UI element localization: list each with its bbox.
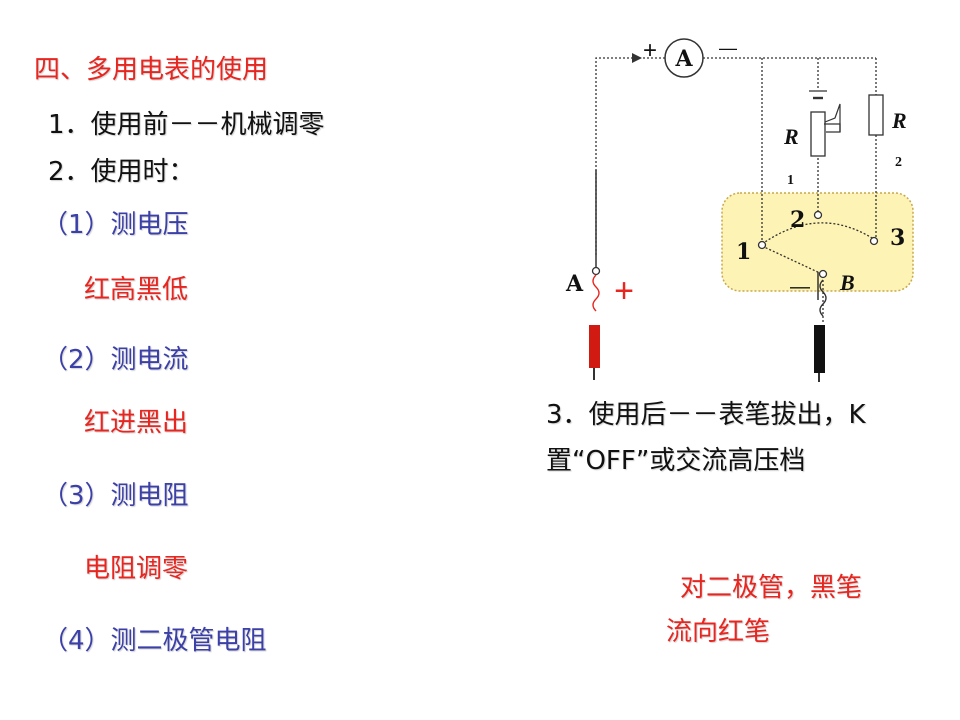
r1-label: R	[783, 124, 799, 149]
ammeter-icon	[664, 38, 704, 78]
terminal-a-plus: +	[614, 272, 634, 310]
selector-switch-pad	[721, 192, 914, 292]
resistor-r1-icon	[810, 111, 826, 157]
lead-red-wavy	[592, 274, 600, 312]
terminal-b-label: B	[839, 270, 855, 295]
note-current: 红进黑出	[84, 408, 189, 438]
contact-1-icon	[757, 240, 767, 250]
terminal-a-icon	[591, 266, 601, 276]
ammeter-label: A	[674, 46, 693, 72]
position-2-label: 2	[790, 207, 805, 233]
diode-note-line2: 流向红笔	[666, 617, 771, 647]
r1-subscript: 1	[787, 173, 794, 188]
minus-top-label: —	[719, 38, 737, 58]
r2-subscript: 2	[895, 155, 902, 170]
diode-note-line1: 对二极管，黑笔	[680, 573, 863, 603]
item-diode: （4）测二极管电阻	[42, 626, 267, 656]
step-before-use: 1．使用前－－机械调零	[48, 110, 325, 140]
r2-label: R	[891, 108, 907, 133]
wire-top-left	[595, 57, 665, 255]
step-during-use: 2．使用时：	[48, 157, 195, 187]
step-after-use-line1: 3．使用后－－表笔拔出，K	[546, 400, 866, 430]
step-after-use-line2: 置“OFF”或交流高压档	[546, 446, 806, 476]
position-1-label: 1	[736, 239, 751, 265]
terminal-b-minus: —	[790, 276, 810, 298]
note-voltage: 红高黑低	[84, 275, 189, 305]
item-resistance: （3）测电阻	[42, 481, 189, 511]
resistor-r2-icon	[868, 94, 884, 136]
position-3-label: 3	[890, 225, 905, 251]
contact-2-icon	[813, 210, 823, 220]
terminal-a-label: A	[565, 271, 584, 297]
rheostat-arrow-icon	[824, 103, 841, 133]
lead-black-wavy	[819, 279, 827, 317]
item-current: （2）测电流	[42, 345, 189, 375]
note-resistance: 电阻调零	[84, 554, 189, 584]
current-arrow-icon	[632, 53, 642, 63]
switch-arc	[761, 222, 873, 245]
black-probe-icon	[814, 325, 825, 373]
red-probe-icon	[589, 325, 600, 368]
page-heading: 四、多用电表的使用	[34, 55, 269, 85]
contact-b-icon	[818, 269, 828, 279]
item-voltage: （1）测电压	[42, 210, 189, 240]
switch-lever	[761, 245, 823, 275]
contact-3-icon	[869, 236, 879, 246]
plus-top-label: +	[643, 37, 657, 64]
rheostat-slider-icon	[824, 123, 841, 132]
